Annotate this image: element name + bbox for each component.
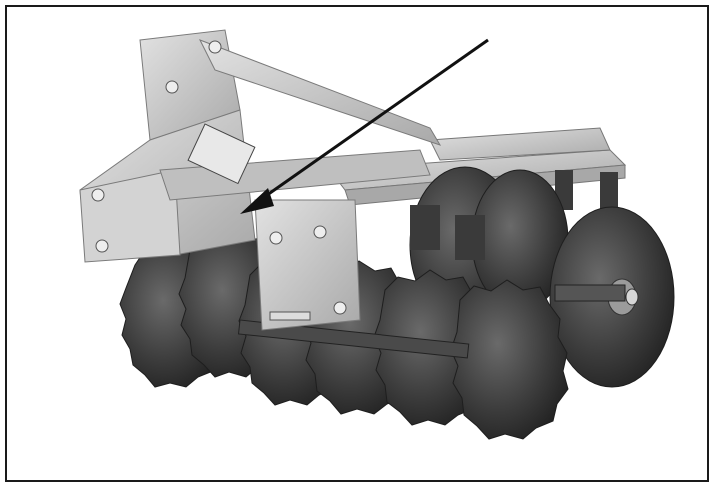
- arrow-icon: [240, 38, 489, 214]
- rear-clamp: [600, 172, 618, 212]
- gang-axle: [237, 319, 470, 359]
- gang-clamp: [455, 215, 485, 260]
- brand-decal: [187, 123, 256, 185]
- hitch-pin: [269, 311, 311, 321]
- disc: [450, 279, 569, 440]
- rear-gang-discs: [409, 166, 675, 388]
- bolt-icon: [313, 225, 327, 239]
- bolt-icon: [91, 188, 105, 202]
- bolt-icon: [95, 239, 109, 253]
- bolt-icon: [333, 301, 347, 315]
- bolt-icon: [625, 288, 639, 306]
- bolt-icon: [165, 80, 179, 94]
- bolt-icon: [269, 231, 283, 245]
- gang-clamp: [410, 205, 440, 250]
- bolt-icon: [208, 40, 222, 54]
